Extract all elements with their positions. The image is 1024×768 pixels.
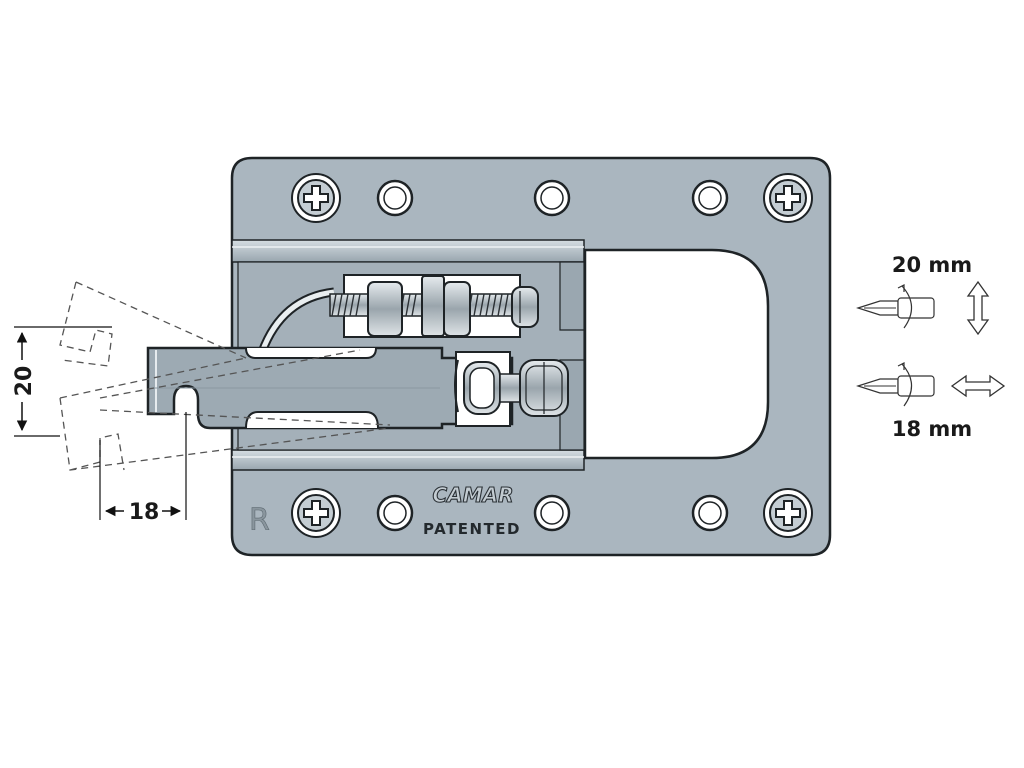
cross-screw-icon <box>291 173 341 223</box>
mounting-hole <box>533 179 571 217</box>
dashed-ghost-outline <box>59 281 391 471</box>
horizontal-adjust-mm: 18 mm <box>892 417 972 441</box>
adjustment-legend: 20 mm 18 mm <box>856 253 1006 441</box>
cross-screw-icon <box>763 488 813 538</box>
lower-adjustment-screw <box>454 351 569 427</box>
upper-adjustment-screw <box>257 274 539 354</box>
screwdriver-icon <box>856 362 935 407</box>
mounting-hole <box>533 494 571 532</box>
mounting-hole <box>376 179 414 217</box>
side-mark: R <box>249 503 270 538</box>
cross-screw-icon <box>763 173 813 223</box>
patent-label: PATENTED <box>423 520 521 538</box>
depth-adjust-label: 20 <box>12 366 37 397</box>
mounting-hole <box>691 494 729 532</box>
lateral-adjust-label: 18 <box>129 500 160 525</box>
vertical-adjust-mm: 20 mm <box>892 253 972 277</box>
mounting-hole <box>376 494 414 532</box>
lateral-dimension: 18 <box>99 412 187 525</box>
hook-arm <box>146 346 514 430</box>
double-arrow-horizontal-icon <box>950 374 1006 398</box>
double-arrow-vertical-icon <box>966 280 990 336</box>
cross-screw-icon <box>291 488 341 538</box>
screwdriver-icon <box>856 284 935 329</box>
mounting-hole <box>691 179 729 217</box>
depth-dimension: 20 <box>8 326 112 437</box>
brand-logo: CAMAR <box>433 483 514 507</box>
